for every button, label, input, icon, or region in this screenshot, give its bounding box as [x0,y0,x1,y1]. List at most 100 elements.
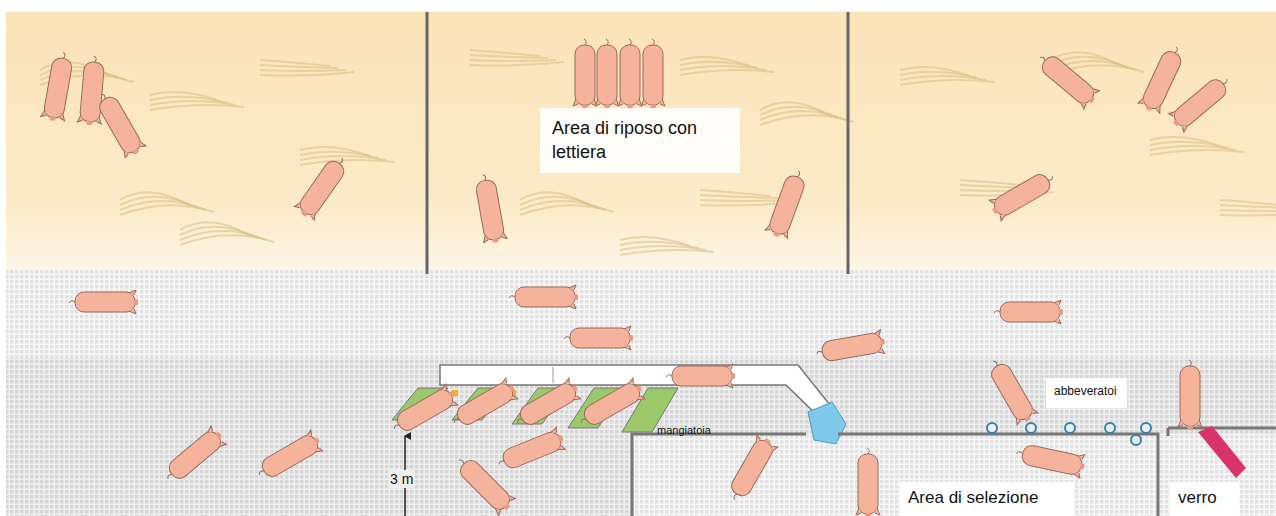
pig-tail [94,56,97,62]
pig-tail [652,39,654,45]
pig-tail [867,448,869,454]
pig [1033,48,1101,111]
dimension-label: 3 m [388,470,415,488]
pig-tail [993,360,998,366]
pig-tail [994,311,1000,313]
slatted-floor-lower [6,358,1276,516]
pig [994,300,1063,324]
straw-stroke [520,205,614,215]
pig-snout [314,437,320,444]
pig-body [597,45,617,105]
area-label: abbeveratoi [1054,383,1117,399]
pig-snout [1173,119,1180,126]
pig [856,448,880,516]
pig [253,429,325,484]
pig-body [297,158,348,219]
pig-body [454,380,516,427]
pig-snout [1024,416,1031,422]
straw-stroke [760,102,830,116]
pig-body [515,287,575,307]
drinker [1131,435,1141,445]
area-label: Area di selezione [908,487,1038,510]
pig [160,425,228,488]
pig [472,172,508,244]
pig-tail [69,301,75,303]
pig [666,364,735,388]
pig [509,285,578,309]
straw-stroke [520,192,590,206]
pig [984,355,1039,427]
pig-ear [482,232,507,243]
pig-tail [453,418,459,423]
area-box: abbeveratoi [1046,378,1127,408]
pig-tail [483,174,486,180]
pig-tail [564,337,570,339]
pig-ear [294,201,318,220]
pig-ear [1079,86,1100,109]
pig-tail [796,171,800,177]
pig-tail [498,460,504,464]
pig-tail [258,470,264,475]
pig [1137,42,1188,115]
pig [1167,71,1235,134]
pig-body [672,366,732,386]
straw-stroke [1220,212,1276,216]
straw-stroke [150,101,236,105]
straw-stroke [470,62,564,66]
pig-tail [459,459,465,465]
pig [388,383,460,438]
pig-body [1021,444,1084,476]
pig-body [96,94,143,156]
pig-tail [62,52,65,58]
pig-snout [865,513,871,516]
pig-snout [492,238,499,243]
drinker [1065,423,1075,433]
pig [575,377,647,432]
pig-tail [584,39,586,45]
pig-ear [754,435,778,453]
pig-snout [1059,309,1063,315]
pig-body [259,432,321,479]
pig-body [821,332,884,362]
pig-ear [563,378,581,402]
part-label: mangiatoia [655,423,713,437]
pig-body [79,61,104,123]
area-box: Area di selezione [900,482,1074,516]
straw-stroke [180,222,250,236]
pig-snout [636,385,642,392]
pig-ear [41,110,66,121]
straw-stroke [300,160,394,165]
pig-snout [629,335,633,341]
pig-body [643,45,663,105]
straw-stroke [260,70,346,71]
slatted-floor [6,270,1276,360]
pig [814,329,886,365]
pig-tail [1040,56,1046,62]
boar-gate [1198,426,1246,478]
pig-tail [1222,79,1228,85]
pig [1014,441,1086,479]
straw-stroke [260,65,338,68]
area-box: verro [1170,482,1239,516]
pig-body [1039,53,1098,107]
pig-ear [989,197,1007,221]
pig-snout [215,431,222,438]
pig [724,433,779,505]
pig [69,290,138,314]
pig-body [500,429,563,470]
selection-gate [808,402,846,444]
pig-ear [493,493,515,515]
pig-snout [992,207,998,214]
pig-tail [1189,360,1191,366]
pig-snout [86,121,92,126]
pig-tail [816,351,822,354]
pig-tail [606,39,608,45]
pig-ear [1073,453,1085,478]
straw-stroke [120,192,190,206]
straw-stroke [300,156,386,160]
pig-body [166,428,225,482]
pig-tail [1047,176,1053,181]
pig [1178,360,1202,429]
pig-snout [731,373,735,379]
